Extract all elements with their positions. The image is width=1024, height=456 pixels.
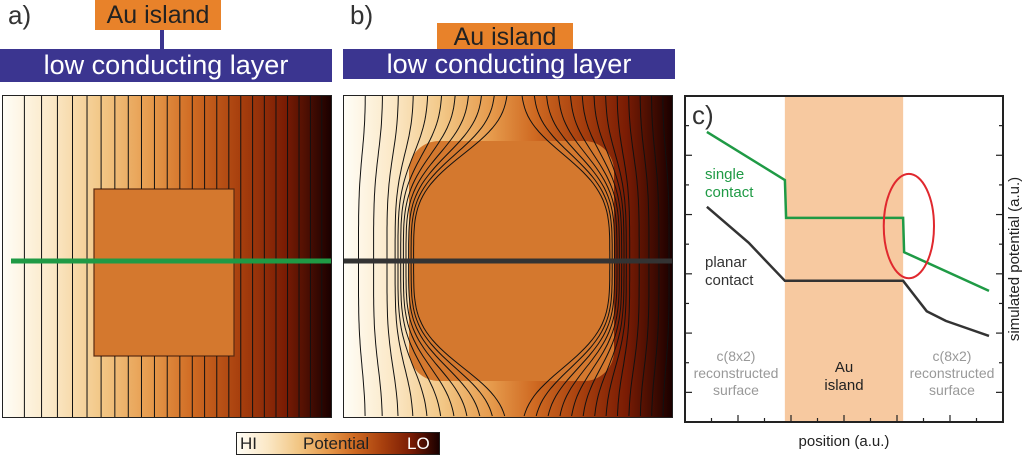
band-label-1: Au bbox=[835, 359, 853, 376]
potential-profile-chart: c) single contact planar contact c(8x2) … bbox=[684, 95, 1023, 450]
x-axis-label: position (a.u.) bbox=[799, 433, 890, 450]
right-region-line3: surface bbox=[929, 382, 975, 398]
au-island-a bbox=[93, 188, 235, 357]
colorbar-lo: LO bbox=[407, 434, 430, 453]
layer-label-a: low conducting layer bbox=[0, 49, 332, 82]
contour-line bbox=[394, 96, 414, 417]
colorbar: HI Potential LO bbox=[236, 432, 440, 455]
highlight-ellipse bbox=[882, 172, 935, 280]
panel-c-label: c) bbox=[692, 100, 714, 130]
contour-line bbox=[405, 96, 469, 417]
potential-map-a bbox=[2, 95, 332, 418]
panel-b-label: b) bbox=[350, 0, 374, 30]
layer-label-b: low conducting layer bbox=[343, 49, 675, 79]
contour-line bbox=[558, 96, 618, 417]
contour-line bbox=[358, 96, 366, 417]
potential-map-b bbox=[343, 95, 673, 418]
au-island-label-a: Au island bbox=[95, 0, 221, 30]
planar-contact-label-1: planar bbox=[705, 254, 747, 271]
panel-a-label: a) bbox=[8, 0, 32, 30]
right-region-line1: c(8x2) bbox=[933, 348, 972, 364]
contour-line bbox=[605, 96, 627, 417]
contour-line bbox=[410, 96, 495, 417]
left-region-line2: reconstructed bbox=[694, 365, 779, 381]
contours-b bbox=[344, 96, 672, 417]
band-label-2: island bbox=[824, 377, 863, 394]
contour-line bbox=[397, 96, 429, 417]
left-region-line1: c(8x2) bbox=[717, 348, 756, 364]
single-contact-label-2: contact bbox=[705, 184, 754, 201]
contour-line bbox=[651, 96, 660, 417]
contour-line bbox=[533, 96, 613, 417]
contour-line bbox=[373, 96, 383, 417]
colorbar-hi: HI bbox=[240, 434, 257, 453]
contour-line bbox=[521, 96, 611, 417]
contour-line bbox=[662, 96, 670, 417]
contour-line bbox=[400, 96, 442, 417]
plot-frame bbox=[684, 95, 1004, 423]
contour-line bbox=[581, 96, 623, 417]
contact-connector bbox=[160, 30, 164, 50]
contours-a bbox=[11, 96, 331, 417]
contour-line bbox=[413, 96, 508, 417]
au-island-band bbox=[784, 96, 904, 422]
contour-line bbox=[570, 96, 620, 417]
colorbar-title: Potential bbox=[303, 434, 370, 453]
contour-line bbox=[593, 96, 625, 417]
planar-contact-series bbox=[706, 205, 990, 338]
contour-line bbox=[639, 96, 650, 417]
single-contact-label-1: single bbox=[705, 166, 744, 183]
single-contact-series bbox=[706, 130, 990, 293]
au-island-label-b: Au island bbox=[437, 23, 573, 51]
axis-ticks bbox=[685, 125, 1003, 422]
contour-line bbox=[386, 96, 399, 417]
contour-line bbox=[402, 96, 456, 417]
left-region-line3: surface bbox=[713, 382, 759, 398]
contour-line bbox=[546, 96, 616, 417]
right-region-line2: reconstructed bbox=[910, 365, 995, 381]
contour-line bbox=[628, 96, 640, 417]
contour-line bbox=[616, 96, 631, 417]
contour-line bbox=[408, 96, 482, 417]
planar-contact-label-2: contact bbox=[705, 272, 754, 289]
y-axis-label: simulated potential (a.u.) bbox=[1006, 177, 1023, 341]
